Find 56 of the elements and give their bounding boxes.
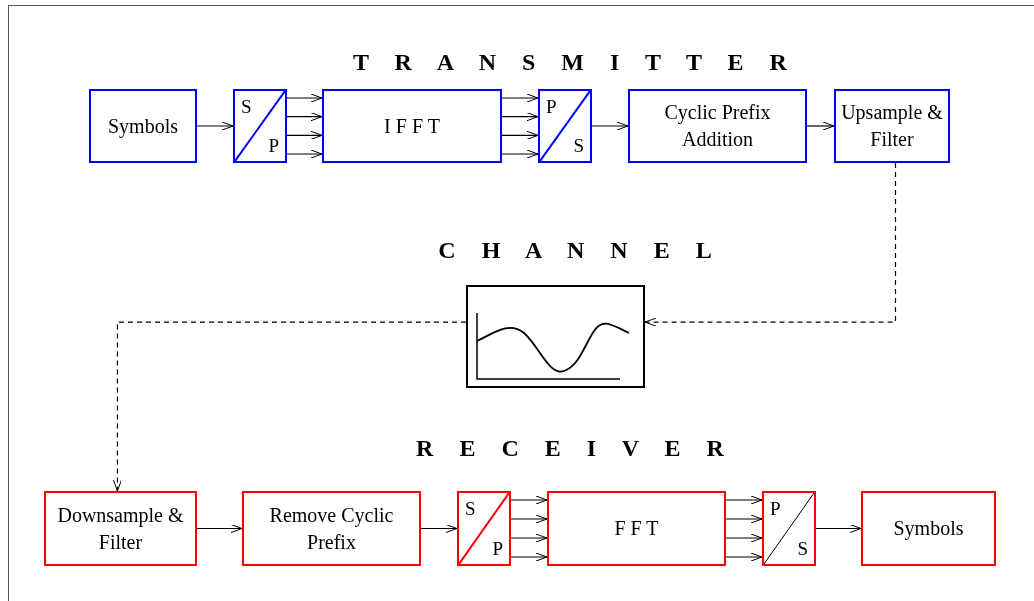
arrow: [510, 514, 548, 524]
arrow: [806, 121, 835, 131]
arrow: [725, 533, 763, 543]
arrow: [510, 533, 548, 543]
process-box: [89, 89, 197, 163]
arrow: [815, 524, 862, 533]
converter-input-letter: P: [546, 97, 557, 116]
arrow: [501, 93, 539, 103]
converter-input-letter: S: [241, 97, 252, 116]
converter-output-letter: P: [492, 539, 503, 558]
box-label: I F F T: [384, 113, 440, 139]
box-label: Downsample & Filter: [56, 502, 185, 555]
converter-box: [762, 491, 816, 566]
converter-output-letter: S: [573, 136, 584, 155]
arrow: [501, 149, 539, 159]
arrow: [286, 130, 323, 140]
process-box: [834, 89, 950, 163]
process-box: [628, 89, 807, 163]
section-title: T R A N S M I T T E R: [352, 48, 788, 77]
converter-box: [233, 89, 287, 163]
arrow: [286, 93, 323, 103]
box-label: Symbols: [108, 113, 178, 140]
converter-output-letter: P: [268, 136, 279, 155]
section-title: C H A N N E L: [437, 236, 713, 265]
arrow: [420, 524, 458, 533]
box-label: F F T: [614, 516, 659, 541]
converter-box: [457, 491, 511, 566]
process-box: [44, 491, 197, 566]
arrow: [591, 121, 629, 131]
box-label: Remove Cyclic Prefix: [268, 502, 395, 555]
box-label: Upsample & Filter: [840, 100, 944, 152]
box-label: Symbols: [893, 516, 964, 542]
process-box: [547, 491, 726, 566]
arrow: [510, 552, 548, 562]
arrow: [196, 524, 243, 533]
converter-box: [538, 89, 592, 163]
channel-box: [466, 285, 645, 388]
arrow: [286, 149, 323, 159]
process-box: [242, 491, 421, 566]
arrow: [196, 121, 234, 131]
converter-input-letter: P: [770, 499, 781, 518]
arrow: [510, 495, 548, 505]
process-box: [861, 491, 996, 566]
converter-output-letter: S: [797, 539, 808, 558]
arrow: [286, 112, 323, 122]
arrow: [725, 552, 763, 562]
arrow: [112, 321, 467, 492]
process-box: [322, 89, 502, 163]
arrow: [501, 130, 539, 140]
box-label: Cyclic Prefix Addition: [663, 100, 772, 152]
section-title: R E C E I V E R: [415, 434, 725, 463]
arrow: [725, 514, 763, 524]
arrow: [644, 162, 897, 327]
arrow: [725, 495, 763, 505]
converter-input-letter: S: [465, 499, 476, 518]
arrow: [501, 112, 539, 122]
